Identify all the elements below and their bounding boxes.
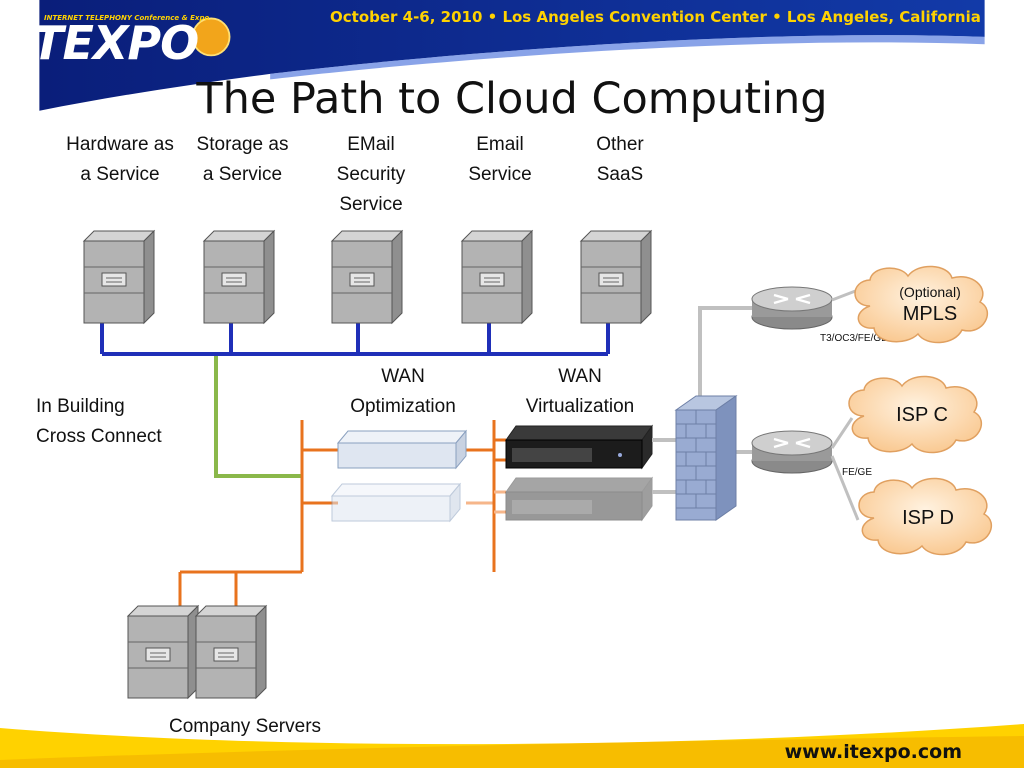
footer-url[interactable]: www.itexpo.com: [784, 741, 962, 763]
wan-optimization-appliance-1: [336, 429, 468, 470]
wan-virtualization-label: WAN Virtualization: [508, 362, 652, 422]
hardware-service-server: [83, 230, 155, 324]
lan-links: [178, 420, 506, 608]
company-server-1: [127, 605, 199, 699]
header-band: [39, 0, 985, 111]
wan-optimization-label: WAN Optimization: [333, 362, 473, 422]
wan-opt-line-2: Optimization: [350, 396, 456, 417]
cross-connect-line-2: Cross Connect: [36, 426, 162, 447]
storage-service-server: [203, 230, 275, 324]
mpls-label: MPLS: [902, 303, 958, 325]
itexpo-logo: ITEXPO: [16, 16, 199, 70]
wan-opt-line-1: WAN: [381, 366, 425, 387]
t3-link-label: T3/OC3/FE/GE: [820, 333, 888, 344]
service-label-hardware: Hardware as a Service: [66, 134, 174, 185]
wan-links: [652, 306, 752, 494]
router-isp: [750, 429, 834, 475]
mpls-optional-label: (Optional): [899, 284, 961, 300]
service-label-email-security: EMail Security Service: [336, 134, 406, 215]
email-security-server: [331, 230, 403, 324]
wan-virt-line-1: WAN: [558, 366, 602, 387]
company-server-2: [195, 605, 267, 699]
isp-c-label: ISP C: [896, 404, 948, 426]
router-mpls: [750, 285, 834, 331]
service-label-storage: Storage as a Service: [196, 134, 289, 185]
wan-virt-line-2: Virtualization: [525, 396, 635, 417]
other-saas-server: [580, 230, 652, 324]
company-servers-label: Company Servers: [168, 716, 322, 737]
wan-optimization-appliance-2: [330, 482, 462, 523]
service-label-other-saas: Other SaaS: [596, 134, 644, 185]
logo-subtitle: INTERNET TELEPHONY Conference & Expo: [44, 14, 210, 22]
wan-virtualization-appliance-1: [505, 424, 653, 470]
wan-virtualization-appliance-2: [505, 476, 653, 522]
event-info: October 4-6, 2010 • Los Angeles Conventi…: [330, 8, 981, 26]
service-label-email: Email Service: [468, 134, 532, 185]
firewall: [674, 395, 738, 521]
fege-link-label: FE/GE: [842, 467, 873, 478]
cross-connect-link: [214, 354, 302, 478]
cross-connect-line-1: In Building: [36, 396, 125, 417]
isp-d-label: ISP D: [902, 507, 954, 529]
slide-title: The Path to Cloud Computing: [196, 74, 828, 124]
cross-connect-label: In Building Cross Connect: [36, 392, 206, 452]
email-service-server: [461, 230, 533, 324]
